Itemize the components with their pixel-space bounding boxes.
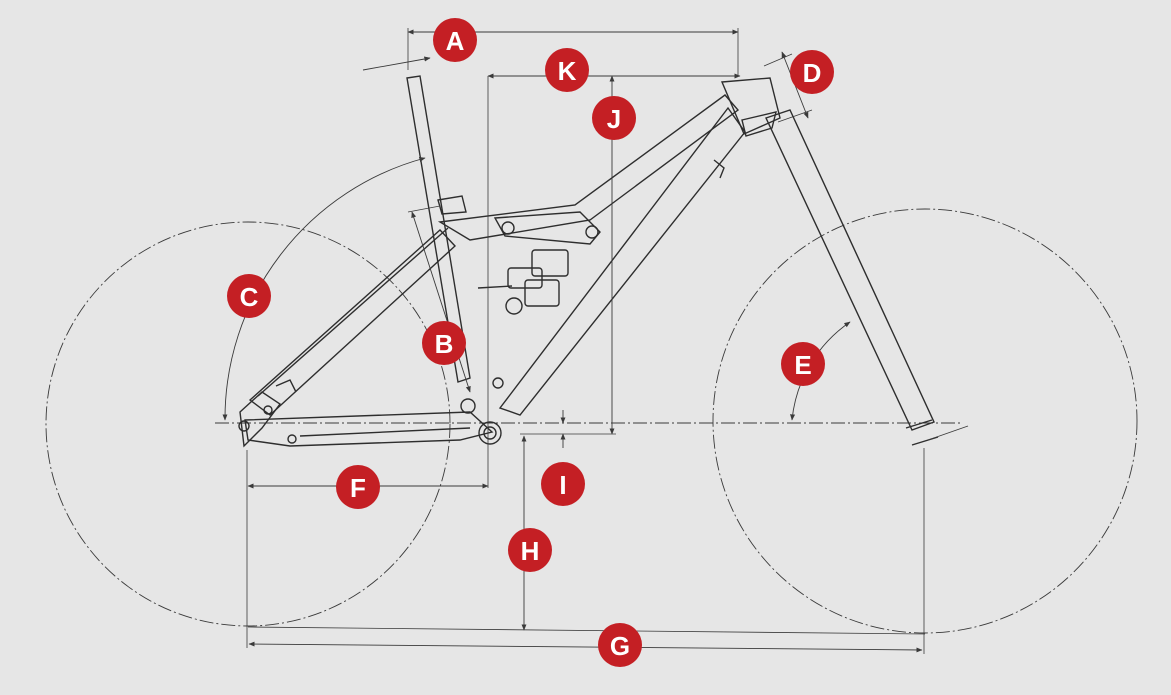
dim-c bbox=[222, 157, 426, 421]
badge-d-text: D bbox=[803, 58, 822, 88]
badge-k-text: K bbox=[558, 56, 577, 86]
badge-h-text: H bbox=[521, 536, 540, 566]
badge-d: D bbox=[790, 50, 834, 94]
badge-i-text: I bbox=[559, 470, 566, 500]
badge-c-text: C bbox=[240, 282, 259, 312]
badge-h: H bbox=[508, 528, 552, 572]
badge-a: A bbox=[433, 18, 477, 62]
badge-g: G bbox=[598, 623, 642, 667]
badge-j-text: J bbox=[607, 104, 621, 134]
badge-j: J bbox=[592, 96, 636, 140]
fork bbox=[765, 109, 939, 446]
dim-h bbox=[247, 435, 926, 635]
fork-offset bbox=[927, 425, 969, 441]
badge-e-text: E bbox=[794, 350, 811, 380]
badge-f-text: F bbox=[350, 473, 366, 503]
badge-k: K bbox=[545, 48, 589, 92]
badge-f: F bbox=[336, 465, 380, 509]
front-wheel bbox=[712, 208, 1138, 634]
dim-g bbox=[246, 448, 925, 654]
badge-b: B bbox=[422, 321, 466, 365]
badge-a-text: A bbox=[446, 26, 465, 56]
badge-b-text: B bbox=[435, 329, 454, 359]
badge-c: C bbox=[227, 274, 271, 318]
bike-frame bbox=[238, 75, 781, 448]
badge-e: E bbox=[781, 342, 825, 386]
badge-g-text: G bbox=[610, 631, 630, 661]
badge-i: I bbox=[541, 462, 585, 506]
